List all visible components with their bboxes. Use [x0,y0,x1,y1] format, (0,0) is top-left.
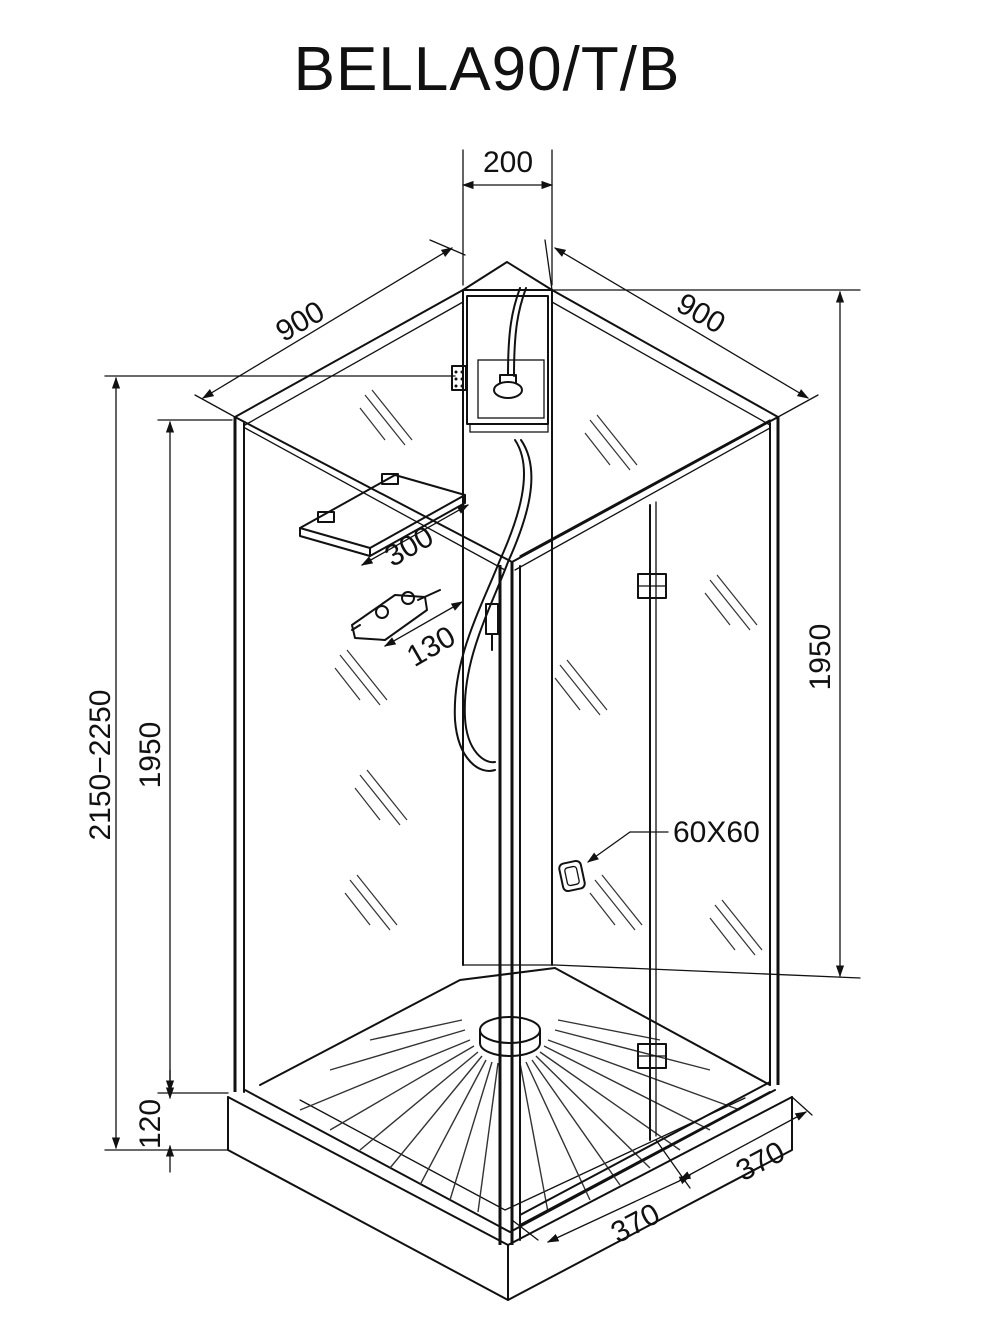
dim-cabin-height-right: 1950 [804,624,837,691]
door-handle [558,859,586,893]
dim-handle-size: 60X60 [673,816,760,849]
glass-glares [334,389,763,956]
dim-width-left: 900 [270,295,330,349]
dim-column-width: 200 [483,146,533,179]
dimension-lines [104,149,861,1243]
dim-door-right: 370 [731,1135,791,1188]
dim-width-right: 900 [671,287,731,341]
dim-hook-length: 130 [401,620,461,674]
dim-tray-height: 120 [134,1099,167,1149]
shower-column [451,261,553,966]
shower-tray [227,967,793,1301]
dim-cabin-height-left: 1950 [134,722,167,789]
dim-shelf-length: 300 [379,520,439,574]
diagram-title: BELLA90/T/B [294,35,681,104]
drain [479,1016,541,1044]
cabin-frame [233,289,861,1245]
dim-total-height: 2150−2250 [84,690,117,841]
door-hinges [637,573,667,1069]
dim-door-left: 370 [606,1197,666,1250]
